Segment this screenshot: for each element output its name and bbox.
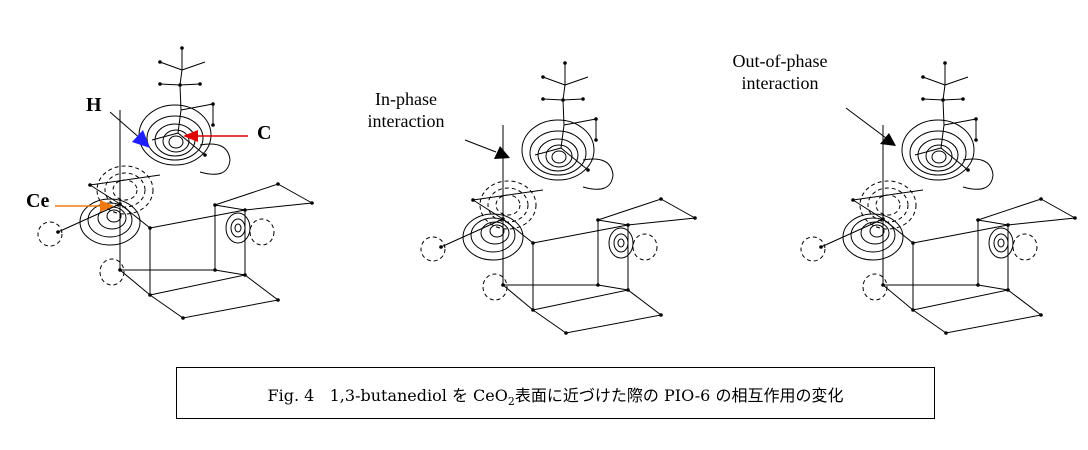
out-phase-arrow [845,107,896,146]
panel-right [800,60,1078,336]
out-phase-line1: Out-of-phase [732,51,828,71]
caption-text-after: 表面に近づけた際の PIO-6 の相互作用の変化 [514,386,844,405]
in-phase-line2: interaction [367,111,445,131]
caption-box: Fig. 4 1,3-butanediol を CeO2表面に近づけた際の PI… [176,367,935,419]
carbon-label: C [257,122,272,144]
in-phase-label: In-phase interaction [356,88,456,132]
panel-middle [420,60,698,336]
in-phase-line1: In-phase [375,89,437,109]
cerium-label: Ce [26,190,50,212]
caption-text-before: 1,3-butanediol を CeO [329,386,508,405]
caption-subscript: 2 [507,395,515,409]
cerium-arrow [55,200,114,212]
out-phase-label: Out-of-phase interaction [715,50,845,94]
figure-caption: Fig. 4 1,3-butanediol を CeO2表面に近づけた際の PI… [177,382,934,408]
panel-left [37,45,315,321]
hydrogen-arrow [109,111,150,148]
hydrogen-label: H [86,94,102,116]
in-phase-arrow [464,139,510,159]
figure-number: Fig. 4 [267,386,315,405]
out-phase-line2: interaction [741,73,819,93]
carbon-arrow [183,130,248,142]
